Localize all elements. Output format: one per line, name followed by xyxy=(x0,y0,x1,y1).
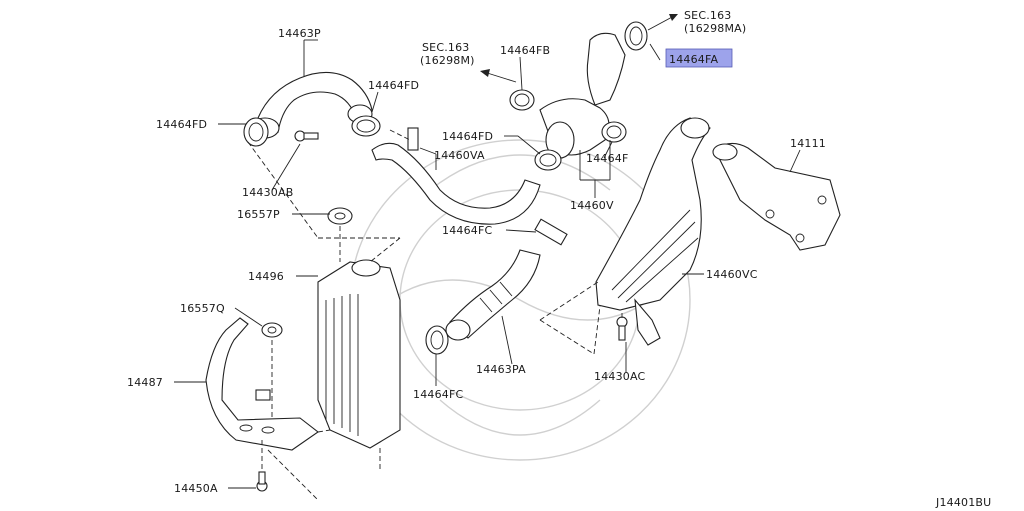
sec-ref-right-line1[interactable]: SEC.163 xyxy=(684,9,732,22)
air-duct-14460VC[interactable] xyxy=(595,117,711,346)
arrow-sec163-right xyxy=(647,14,678,31)
label-14463PA[interactable]: 14463PA xyxy=(476,363,526,376)
label-14450A[interactable]: 14450A xyxy=(174,482,218,495)
bolt-14430AB[interactable] xyxy=(294,130,319,142)
clamp-14464FA[interactable] xyxy=(624,21,648,51)
grommet-16557Q[interactable] xyxy=(261,322,283,338)
bolt-14450A[interactable] xyxy=(256,471,268,492)
bracket-14487[interactable] xyxy=(205,317,319,451)
label-14464FC-bottom[interactable]: 14464FC xyxy=(413,388,464,401)
clamp-14464FB[interactable] xyxy=(509,89,535,111)
intercooler-14496[interactable] xyxy=(317,259,401,449)
label-14464FD-top[interactable]: 14464FD xyxy=(368,79,419,92)
label-14464FA[interactable]: 14464FA xyxy=(669,53,719,66)
part-labels: 14463P 14464FD 14464FD 14430AB 14460VA 1… xyxy=(127,27,826,495)
section-references: SEC.163 (16298M) SEC.163 (16298MA) xyxy=(420,9,746,67)
pipe-14460V[interactable] xyxy=(539,32,626,159)
label-14464FD-left[interactable]: 14464FD xyxy=(156,118,207,131)
clamp-14464FC-top[interactable] xyxy=(534,218,568,246)
arrow-sec163-left xyxy=(480,69,517,83)
clamp-14464F[interactable] xyxy=(601,121,627,143)
label-14111[interactable]: 14111 xyxy=(790,137,826,150)
label-16557Q[interactable]: 16557Q xyxy=(180,302,225,315)
highlight-14464FA xyxy=(665,48,733,68)
diagram-code: J14401BU xyxy=(935,496,991,509)
label-14487[interactable]: 14487 xyxy=(127,376,163,389)
bolt-14430AC[interactable] xyxy=(616,316,628,341)
label-14496[interactable]: 14496 xyxy=(248,270,284,283)
label-14460VC[interactable]: 14460VC xyxy=(706,268,758,281)
label-14464FB[interactable]: 14464FB xyxy=(500,44,550,57)
dashed-guide-lines xyxy=(247,129,623,501)
label-16557P[interactable]: 16557P xyxy=(237,208,280,221)
manifold-14111[interactable] xyxy=(712,142,841,251)
sec-ref-right-line2[interactable]: (16298MA) xyxy=(684,22,746,35)
sec-ref-left-line1[interactable]: SEC.163 xyxy=(422,41,470,54)
label-14464FC-top[interactable]: 14464FC xyxy=(442,224,493,237)
label-14464FD-mid[interactable]: 14464FD xyxy=(442,130,493,143)
clamp-14464FC-bottom[interactable] xyxy=(425,325,449,355)
sec-ref-left-line2[interactable]: (16298M) xyxy=(420,54,475,67)
grommet-16557P[interactable] xyxy=(327,207,353,225)
hose-14463PA[interactable] xyxy=(445,249,541,341)
clamp-14464FD-mid[interactable] xyxy=(534,149,562,171)
label-14460VA[interactable]: 14460VA xyxy=(434,149,485,162)
label-14430AC[interactable]: 14430AC xyxy=(594,370,646,383)
label-14464F[interactable]: 14464F xyxy=(586,152,629,165)
label-14463P[interactable]: 14463P xyxy=(278,27,321,40)
clamp-14464FD-top[interactable] xyxy=(351,115,381,137)
label-14430AB[interactable]: 14430AB xyxy=(242,186,293,199)
label-14460V[interactable]: 14460V xyxy=(570,199,614,212)
clamp-14464FD-left[interactable] xyxy=(243,117,269,147)
leader-lines xyxy=(174,39,801,489)
